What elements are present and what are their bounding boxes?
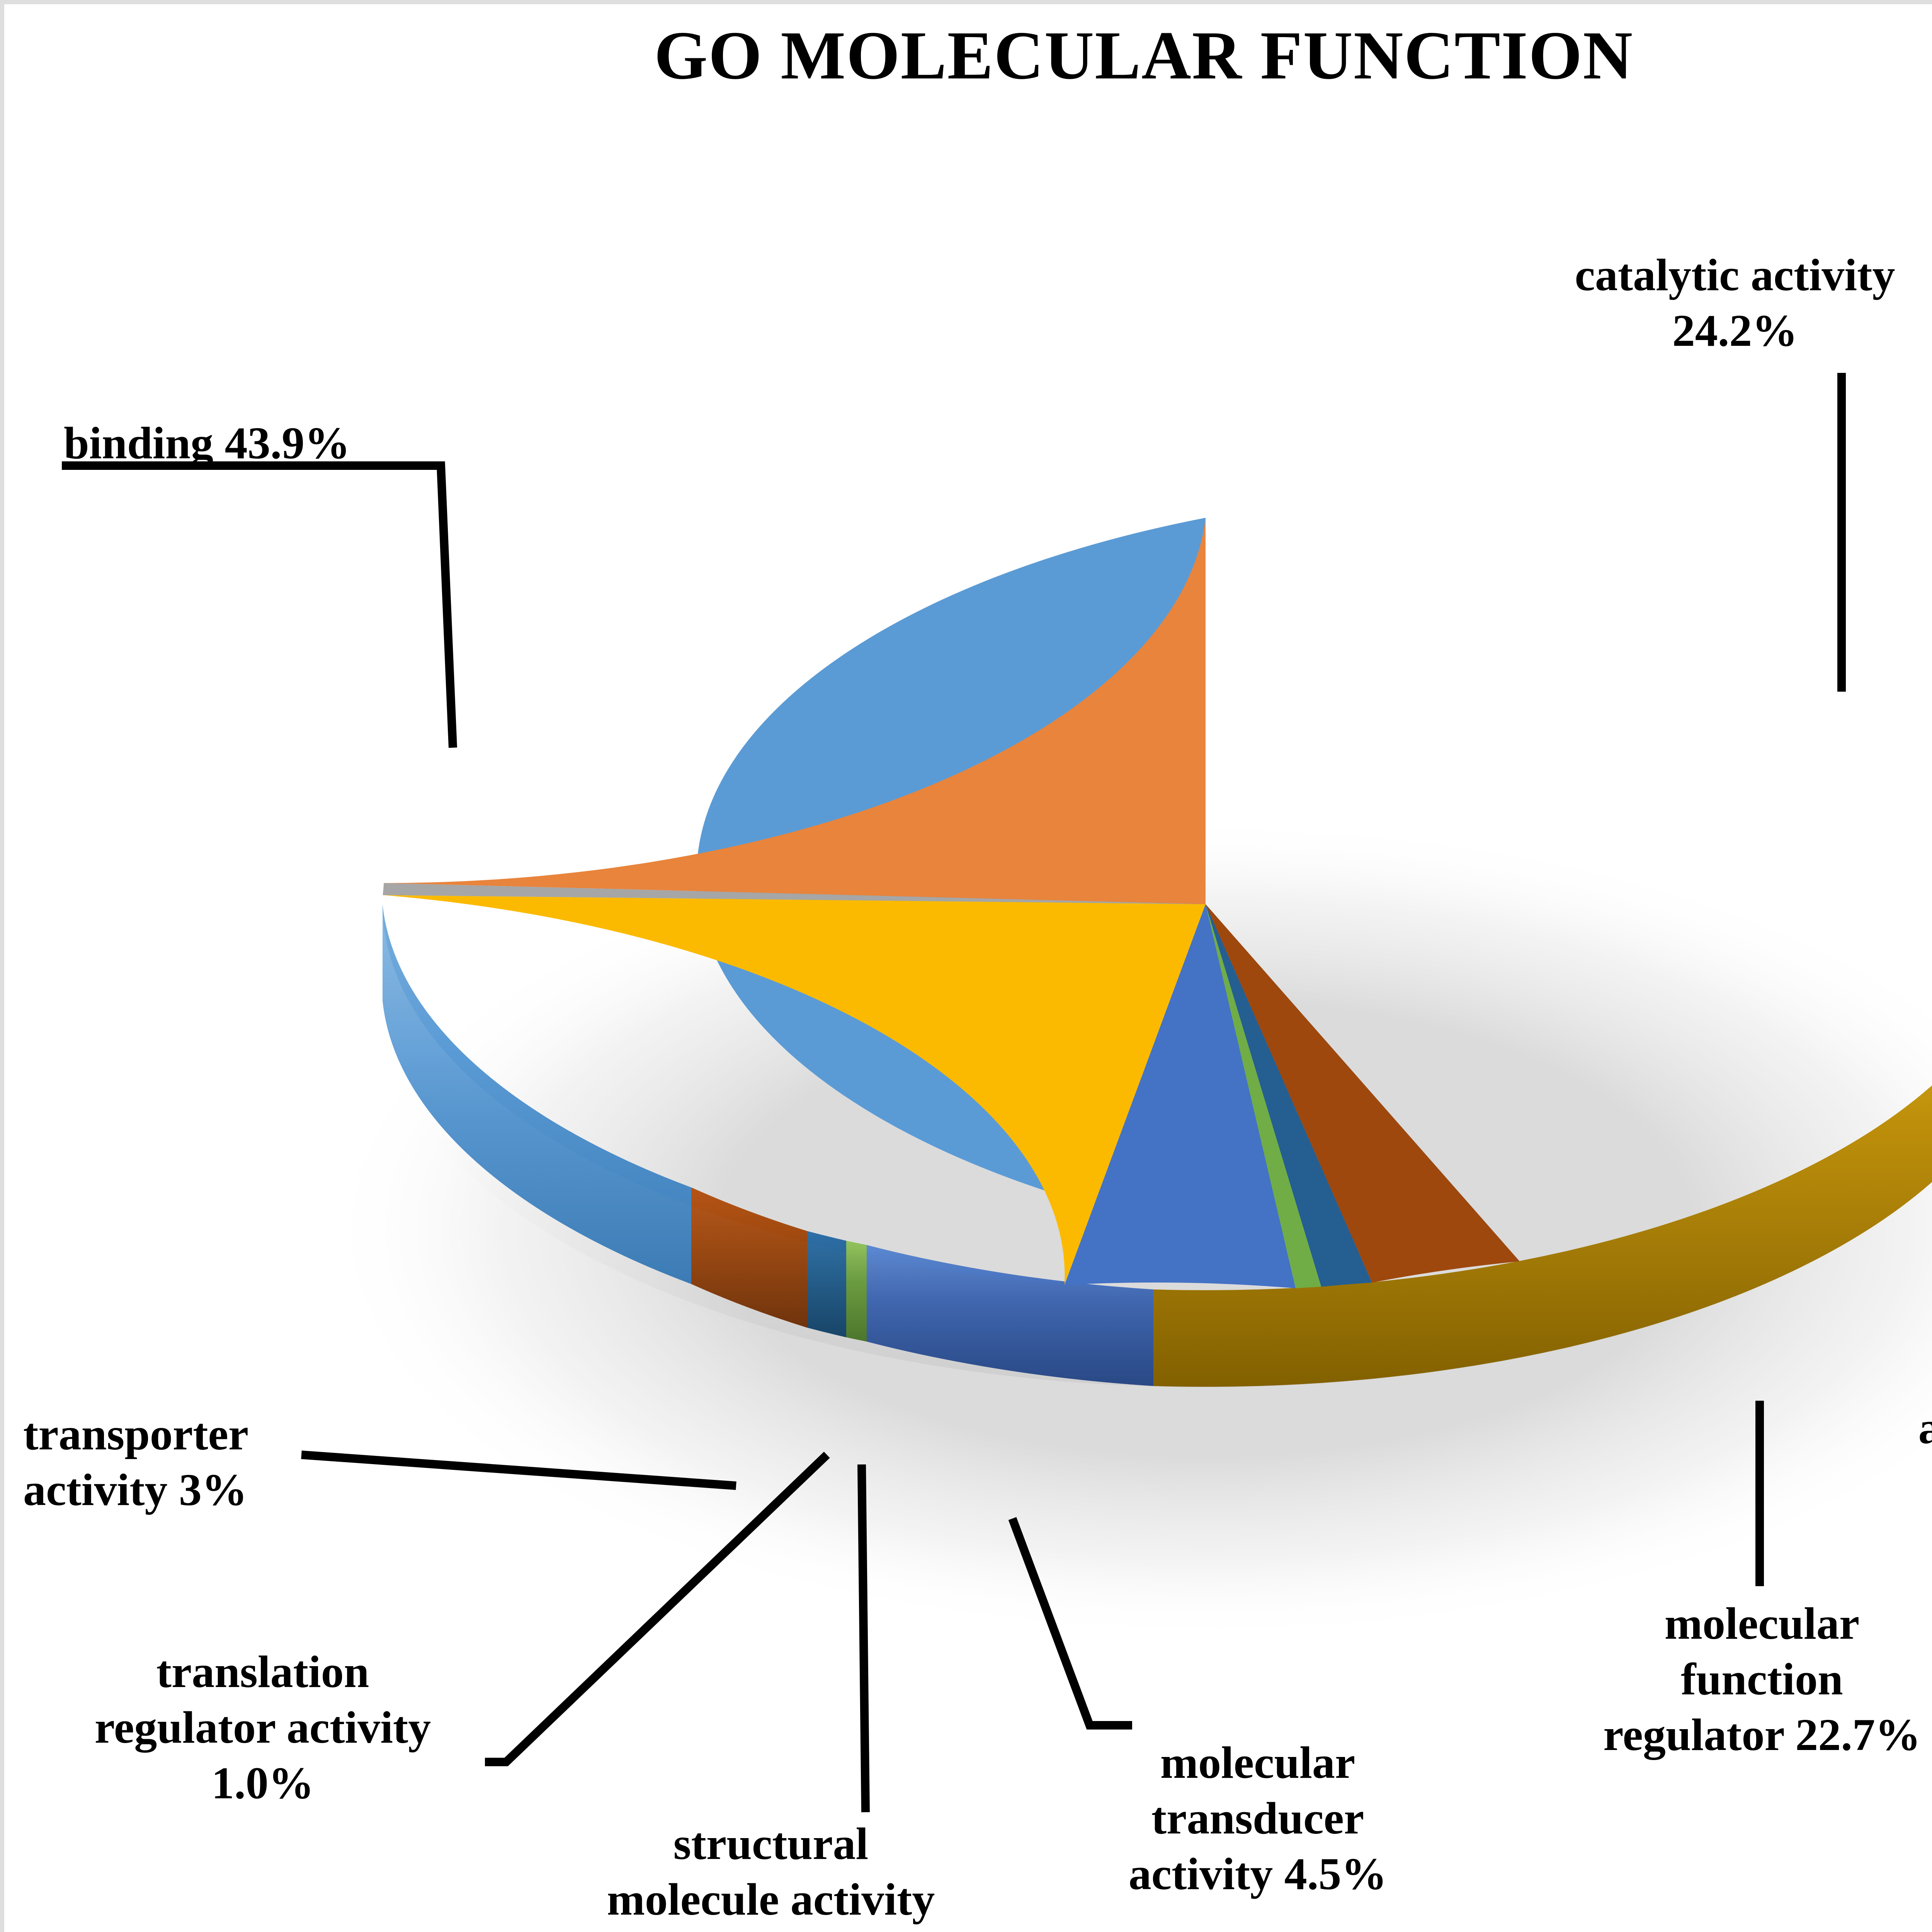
label-molecular-transducer-activity-line1: molecular xyxy=(1160,1737,1355,1788)
leader-line-molecular-transducer-activity xyxy=(1008,1517,1132,1730)
slice-top-catalytic-activity xyxy=(384,518,1206,904)
label-molecular-function-regulator-line2: function xyxy=(1681,1653,1843,1704)
leader-line-binding xyxy=(62,461,457,748)
label-binding: binding 43.9% xyxy=(64,415,350,471)
label-molecular-adaptor-activity-line3: 0.5% xyxy=(1862,1456,1932,1512)
label-molecular-transducer-activity-line2: transducer xyxy=(1151,1793,1364,1844)
label-catalytic-activity-line1: catalytic activity xyxy=(1575,250,1895,300)
label-translation-regulator-activity-line3: 1.0% xyxy=(211,1757,314,1808)
label-catalytic-activity-line2: 24.2% xyxy=(1672,305,1798,356)
label-molecular-adaptor-activity-line1: molecular xyxy=(1862,1345,1932,1400)
leader-line-translation-regulator-activity xyxy=(485,1452,830,1766)
page-title: GO MOLECULAR FUNCTION xyxy=(654,17,1634,94)
label-molecular-function-regulator-line1: molecular xyxy=(1664,1598,1860,1649)
label-structural-molecule-activity-line2: molecule activity xyxy=(607,1874,935,1925)
label-binding-line1: binding 43.9% xyxy=(64,418,350,468)
label-catalytic-activity: catalytic activity 24.2% xyxy=(1515,247,1932,359)
label-molecular-function-regulator-line3: regulator 22.7% xyxy=(1603,1709,1921,1760)
label-structural-molecule-activity-line1: structural xyxy=(673,1818,869,1869)
leader-line-transporter-activity xyxy=(301,1451,736,1490)
label-molecular-transducer-activity: molecular transducer activity 4.5% xyxy=(1059,1735,1457,1902)
label-translation-regulator-activity: translation regulator activity 1.0% xyxy=(35,1644,491,1811)
slice-top-translation-regulator-activity xyxy=(1206,904,1372,1287)
slice-top-molecular-function-regulator xyxy=(383,895,1206,1285)
label-transporter-activity-line1: transporter xyxy=(23,1409,249,1459)
slice-top-structural-molecule-activity xyxy=(1206,904,1321,1288)
label-structural-molecule-activity: structural molecule activity 0.5% xyxy=(553,1816,989,1932)
pie-rim-highlight xyxy=(383,904,1932,1387)
label-translation-regulator-activity-line2: regulator activity xyxy=(94,1702,431,1753)
label-transporter-activity-line2: activity 3% xyxy=(23,1464,248,1515)
label-structural-molecule-activity-line3: 0.5% xyxy=(553,1927,989,1932)
label-molecular-adaptor-activity: molecular adaptor activity 0.5% xyxy=(1862,1345,1932,1512)
label-molecular-transducer-activity-line3: activity 4.5% xyxy=(1128,1848,1387,1899)
label-molecular-adaptor-activity-line2: adaptor activity xyxy=(1918,1402,1932,1453)
label-transporter-activity: transporter activity 3% xyxy=(23,1406,248,1518)
slice-top-transporter-activity xyxy=(1206,904,1520,1283)
leader-lines xyxy=(62,373,1846,1813)
label-translation-regulator-activity-line1: translation xyxy=(156,1646,369,1697)
label-molecular-function-regulator: molecular function regulator 22.7% xyxy=(1546,1596,1932,1763)
slice-top-molecular-adaptor-activity xyxy=(383,883,1206,904)
leader-line-structural-molecule-activity xyxy=(857,1464,870,1813)
slice-top-molecular-transducer-activity xyxy=(1064,904,1296,1288)
